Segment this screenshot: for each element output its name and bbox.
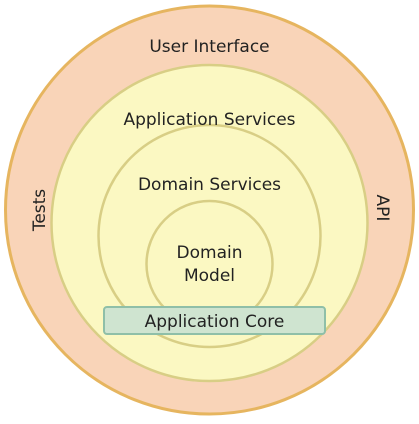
domain-model-label-line2: Model xyxy=(184,266,235,286)
domain-services-label: Domain Services xyxy=(138,175,281,195)
application-core-box xyxy=(103,306,326,335)
tests-label: Tests xyxy=(30,189,50,232)
application-core-label: Application Core xyxy=(145,312,285,332)
user-interface-label: User Interface xyxy=(149,37,269,57)
domain-model-label-line1: Domain xyxy=(177,243,243,263)
application-services-label: Application Services xyxy=(123,110,295,130)
api-label: API xyxy=(372,195,392,222)
